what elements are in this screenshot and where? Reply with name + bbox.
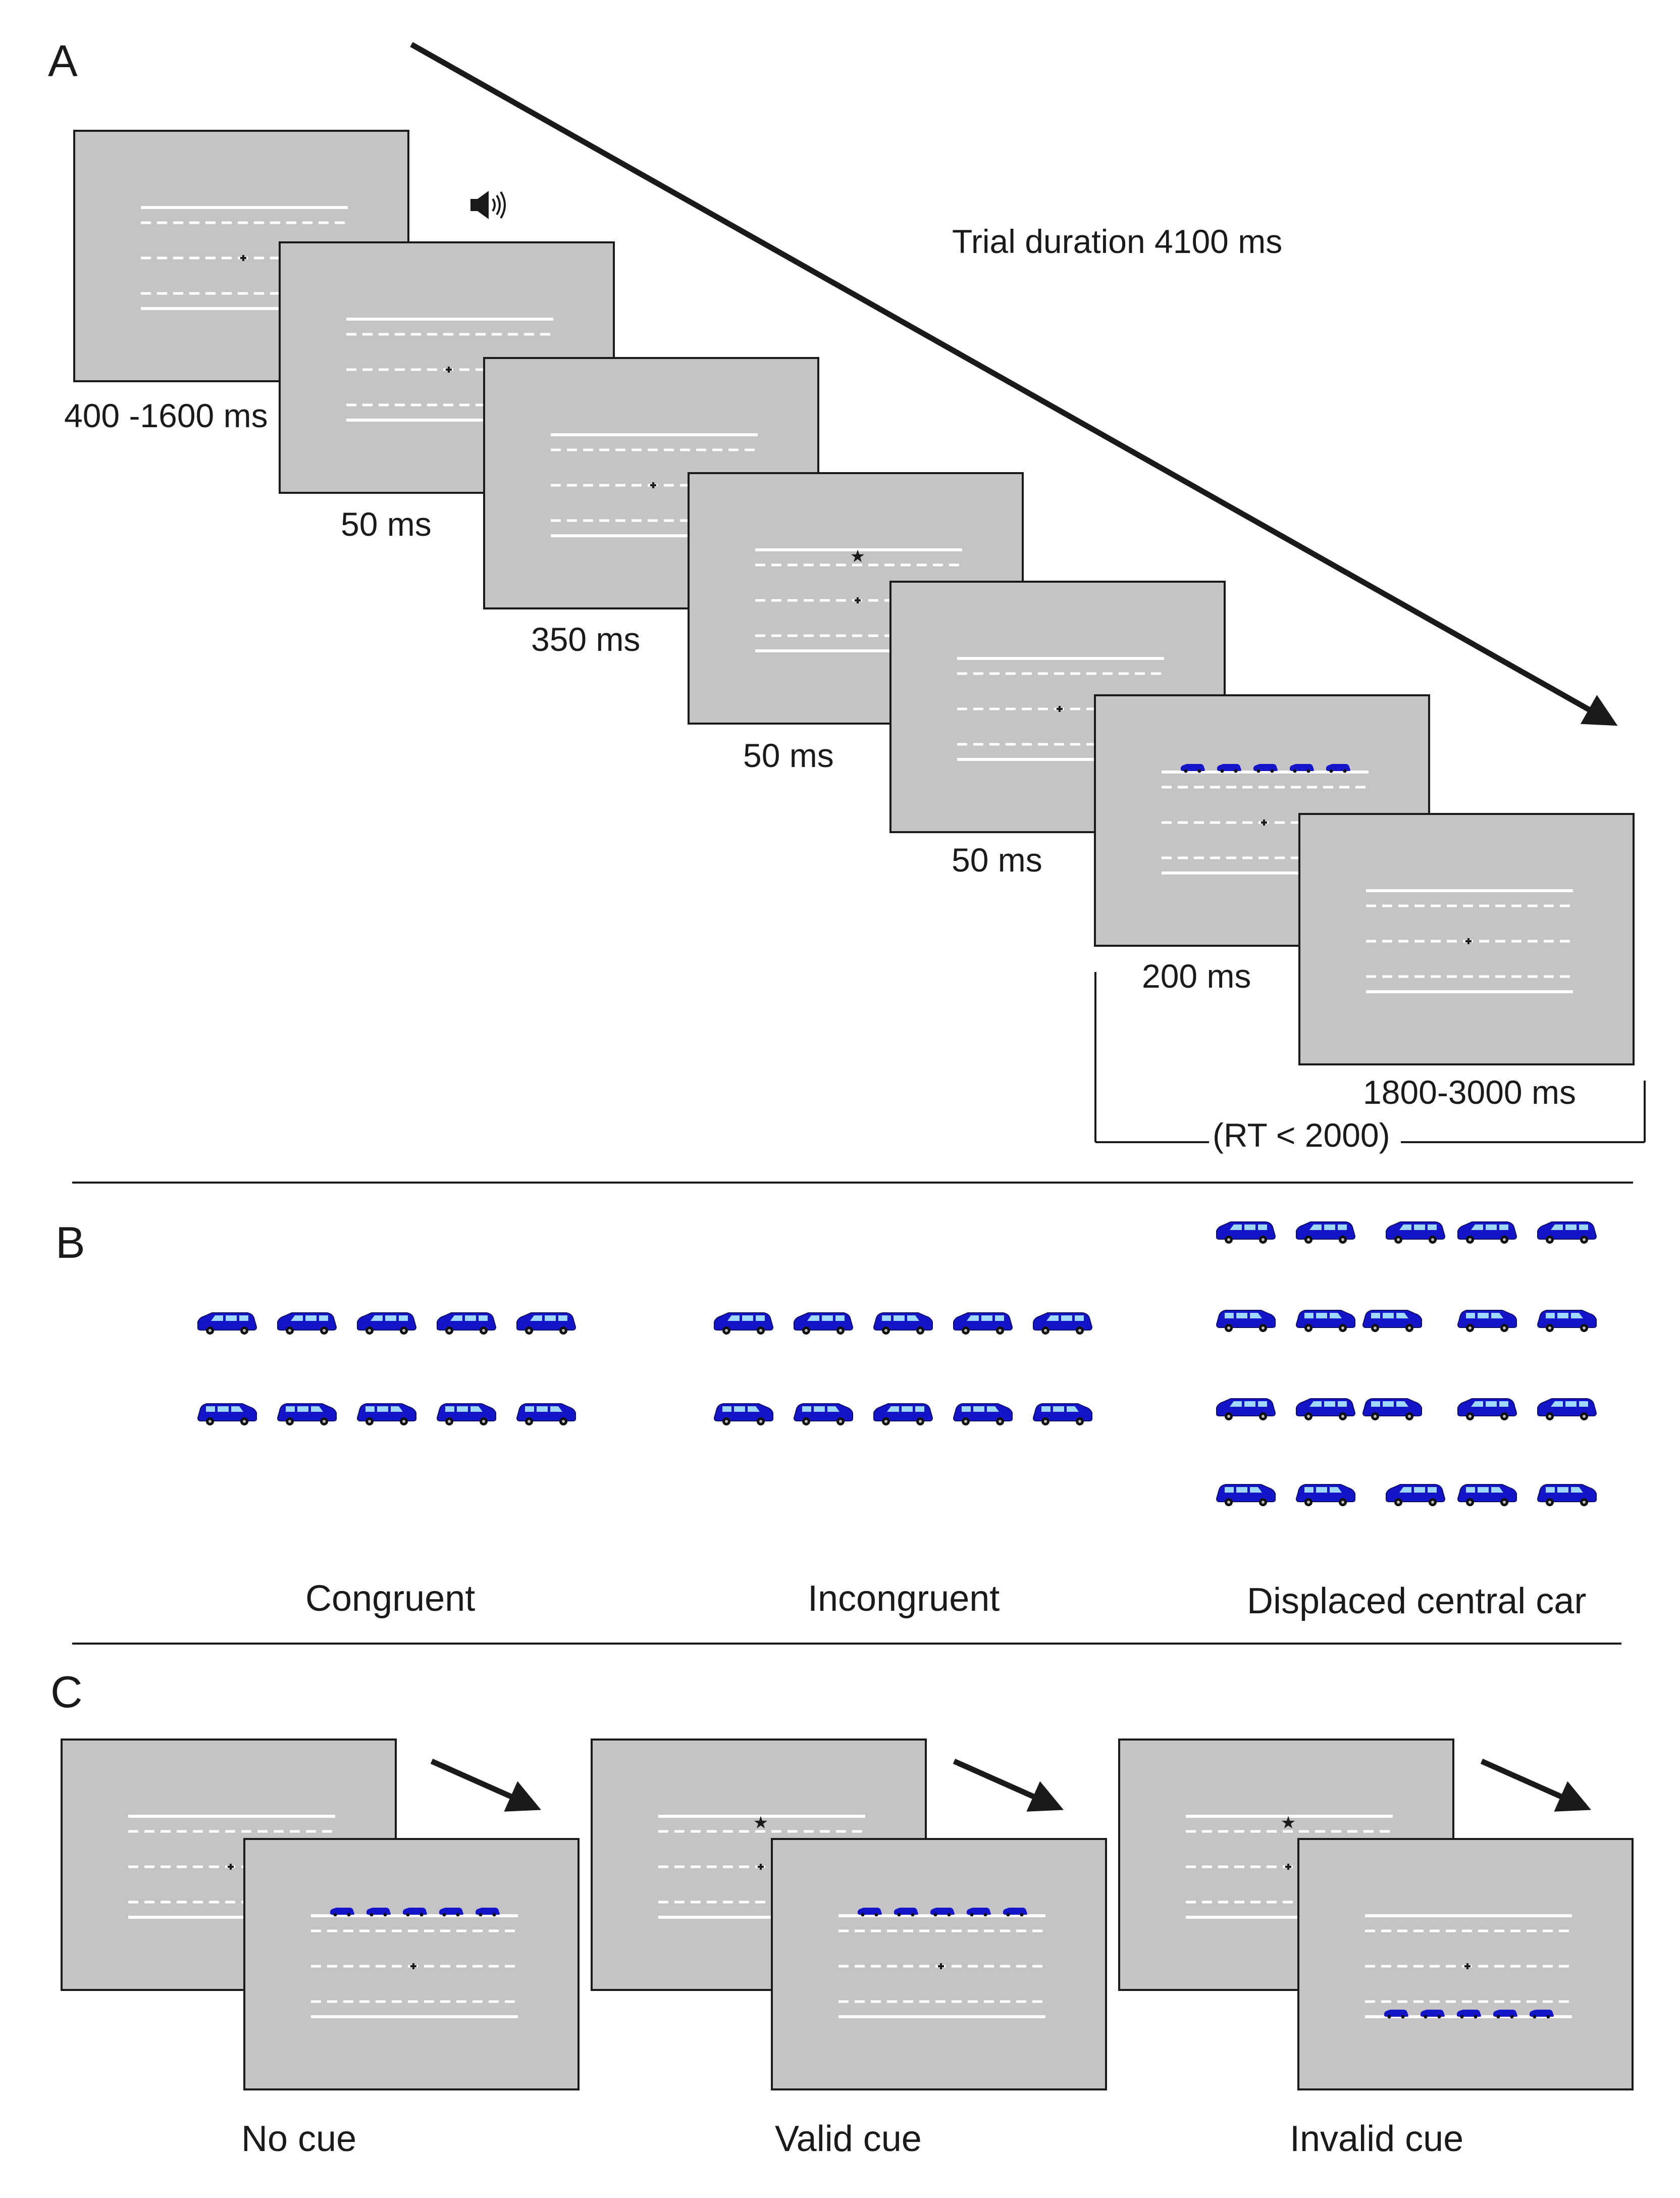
duration-label-target: 200 ms [1142, 957, 1251, 995]
no-cue-target-screen [243, 1838, 580, 2090]
flanker-array-displaced-3 [1216, 1398, 1597, 1421]
car-icon [1181, 764, 1205, 773]
flanker-array-incongruent-center-right [714, 1403, 1092, 1426]
duration-label-cue: 50 ms [743, 737, 834, 774]
car-icon [403, 1908, 427, 1917]
car-icon [1421, 2010, 1445, 2019]
car-icon [1253, 764, 1278, 773]
car-icon [894, 1908, 918, 1917]
car-icon [1457, 2010, 1481, 2019]
car-icon [1217, 764, 1241, 773]
valid-cue-target-screen [771, 1838, 1107, 2090]
panel-label-b: B [56, 1217, 85, 1267]
condition-label-incongruent: Incongruent [808, 1578, 1000, 1619]
flanker-array-incongruent-center-left [714, 1312, 1092, 1335]
fixation-cross-icon [240, 255, 246, 261]
cue-star-icon: ★ [753, 1813, 768, 1833]
target-car-row [1384, 2010, 1554, 2019]
fixation-cross-icon [938, 1963, 944, 1969]
panel-label-a: A [48, 36, 78, 86]
fixation-cross-icon [650, 482, 656, 488]
rt-bracket [1094, 972, 1646, 1143]
flanker-array-displaced-2 [1217, 1310, 1596, 1332]
car-icon [476, 1908, 500, 1917]
fixation-cross-icon [1465, 938, 1472, 944]
car-icon [967, 1908, 991, 1917]
flanker-array-displaced-1 [1216, 1221, 1597, 1244]
cue-star-icon: ★ [1281, 1813, 1296, 1833]
invalid-cue-target-screen [1297, 1838, 1634, 2090]
condition-label-no-cue: No cue [241, 2119, 357, 2159]
car-icon [858, 1908, 882, 1917]
car-icon [366, 1908, 391, 1917]
speaker-icon [470, 191, 506, 219]
car-icon [1003, 1908, 1027, 1917]
car-icon [1493, 2010, 1517, 2019]
car-icon [1530, 2010, 1554, 2019]
car-icon [930, 1908, 955, 1917]
car-icon [1384, 2010, 1408, 2019]
panel-label-c: C [50, 1667, 83, 1717]
trial-time-arrow [410, 42, 1618, 726]
condition-label-displaced: Displaced central car [1247, 1581, 1587, 1621]
fixation-cross-icon [1464, 1963, 1471, 1969]
sequence-arrow-invalid-cue [1480, 1758, 1592, 1812]
duration-label-response: 1800-3000 ms [1363, 1074, 1576, 1111]
fixation-cross-icon [855, 597, 861, 603]
condition-label-valid-cue: Valid cue [775, 2119, 922, 2159]
car-icon [1290, 764, 1314, 773]
fixation-cross-icon [228, 1864, 234, 1870]
condition-label-invalid-cue: Invalid cue [1290, 2119, 1464, 2159]
road-lanes [1366, 889, 1573, 993]
fixation-cross-icon [758, 1864, 764, 1870]
duration-label-fixation: 400 -1600 ms [64, 397, 268, 434]
target-car-row [330, 1908, 500, 1917]
flanker-array-congruent-left [198, 1404, 575, 1425]
condition-label-congruent: Congruent [305, 1578, 476, 1619]
duration-label-interval: 350 ms [531, 621, 641, 658]
flanker-array-congruent-right [197, 1312, 576, 1335]
duration-label-post-cue: 50 ms [952, 841, 1042, 879]
fixation-cross-icon [410, 1963, 416, 1969]
duration-label-alert: 50 ms [341, 505, 432, 543]
cue-star-icon: ★ [850, 546, 865, 567]
sequence-arrow-valid-cue [953, 1758, 1064, 1812]
flanker-array-displaced-4 [1217, 1484, 1596, 1507]
car-icon [330, 1908, 354, 1917]
screen-response [1298, 813, 1635, 1065]
car-icon [1326, 764, 1350, 773]
rt-limit-label: (RT < 2000) [1213, 1116, 1390, 1154]
fixation-cross-icon [446, 367, 452, 373]
fixation-cross-icon [1285, 1864, 1291, 1870]
fixation-cross-icon [1057, 706, 1063, 712]
car-icon [439, 1908, 463, 1917]
target-car-row [858, 1908, 1027, 1917]
fixation-cross-icon [1261, 820, 1267, 826]
trial-duration-label: Trial duration 4100 ms [952, 223, 1283, 260]
sequence-arrow-no-cue [430, 1758, 542, 1812]
target-car-row [1181, 764, 1350, 773]
